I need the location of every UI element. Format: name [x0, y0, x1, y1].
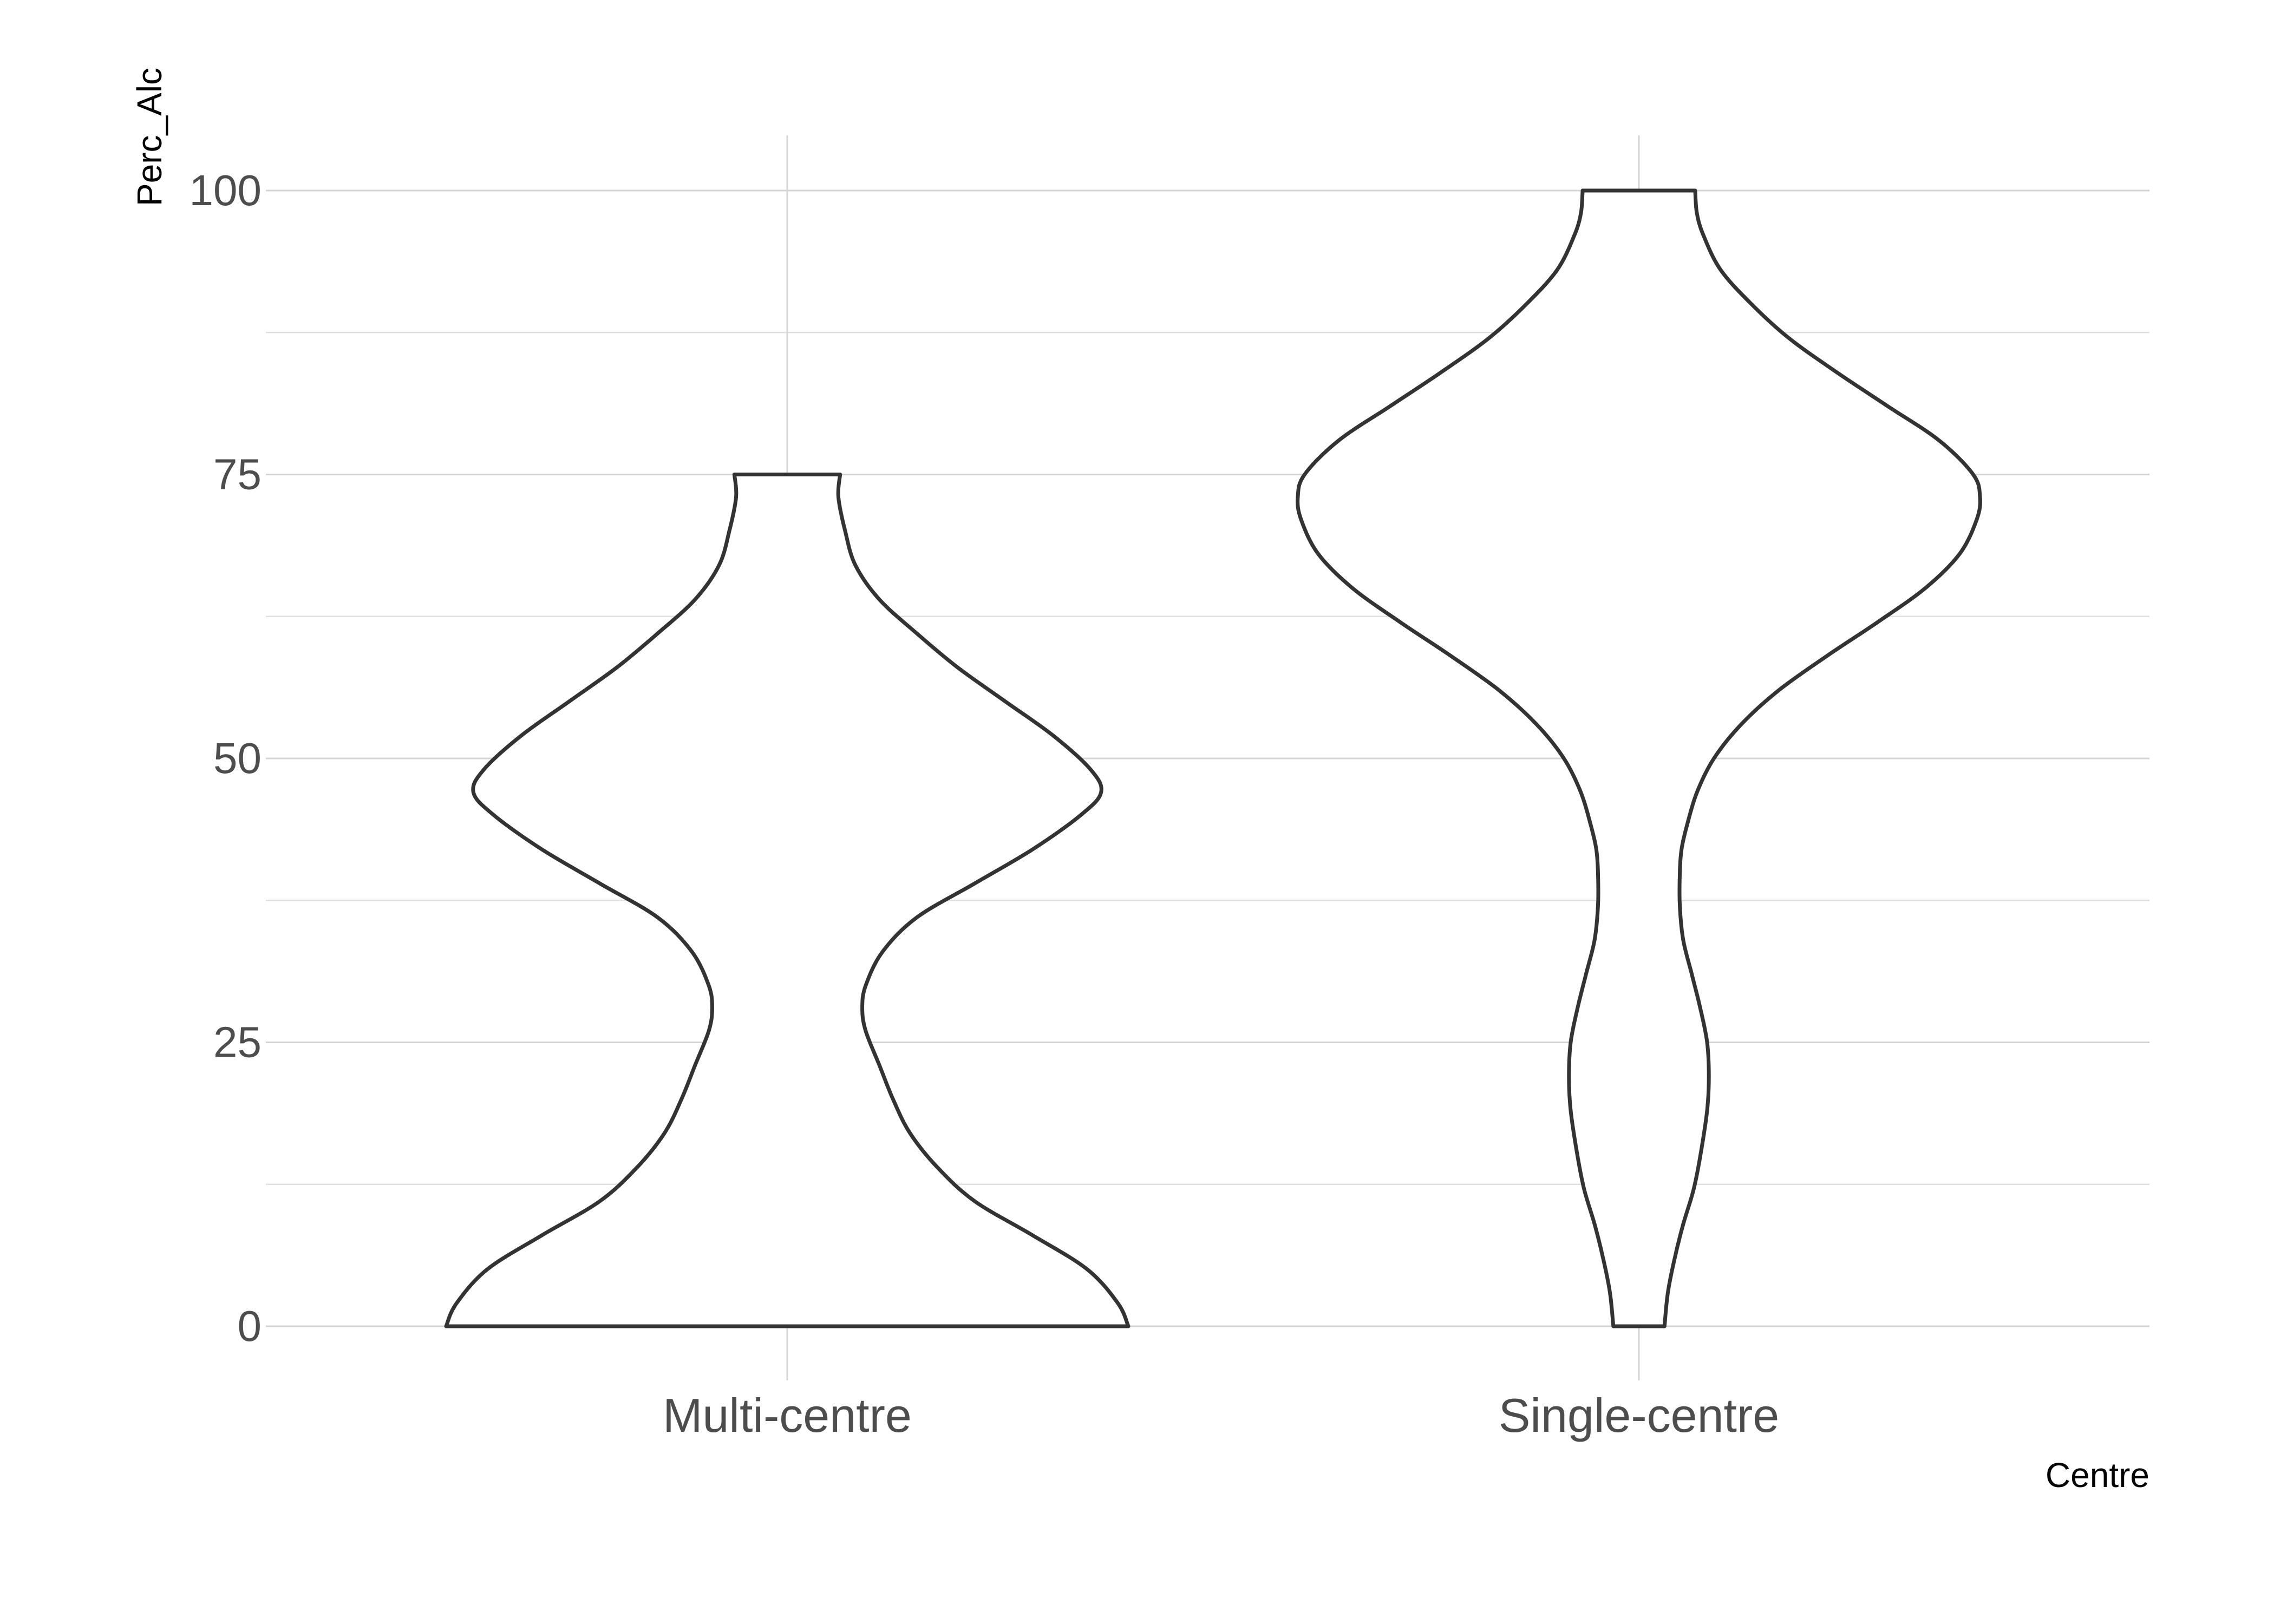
y-tick-label: 50: [213, 734, 262, 782]
x-tick-label: Multi-centre: [663, 1389, 912, 1442]
x-tick-labels: Multi-centre Single-centre: [663, 1389, 1779, 1442]
violin-single-centre: [1296, 188, 1982, 1328]
violins: [444, 188, 1982, 1328]
y-tick-label: 0: [238, 1302, 262, 1350]
x-tick-label: Single-centre: [1499, 1389, 1780, 1442]
y-tick-labels: 0 25 50 75 100: [190, 166, 262, 1350]
y-tick-label: 75: [213, 450, 262, 499]
x-axis-title: Centre: [2046, 1456, 2149, 1495]
violin-multi-centre: [444, 473, 1131, 1328]
y-axis-title: Perc_Alc: [130, 68, 169, 206]
y-tick-label: 25: [213, 1018, 262, 1066]
y-tick-label: 100: [190, 166, 262, 214]
